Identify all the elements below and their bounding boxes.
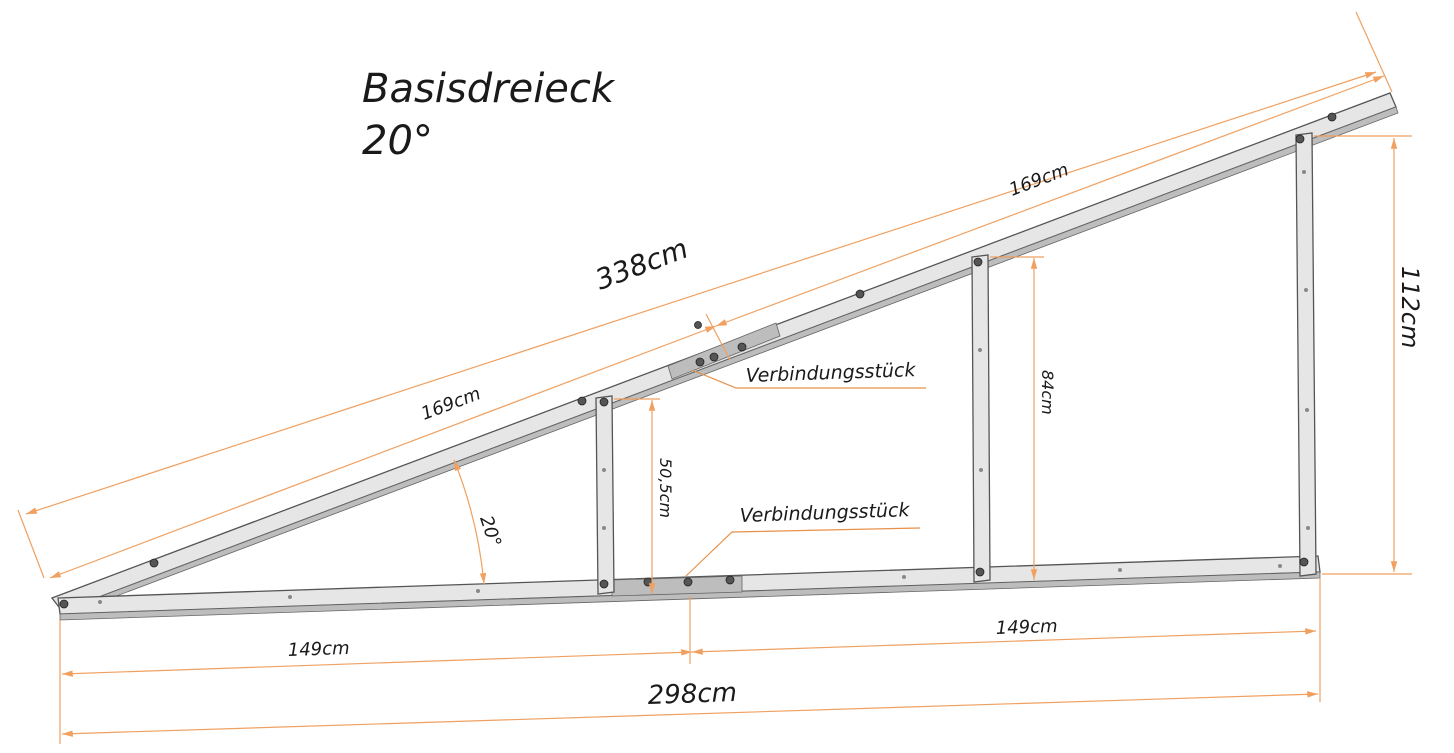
label-connector-top: Verbindungsstück xyxy=(745,359,916,387)
extension-line xyxy=(705,313,731,361)
dim-line-base-total xyxy=(61,691,1319,737)
hole xyxy=(902,575,906,579)
dim-line-base-right xyxy=(691,628,1317,655)
hole xyxy=(979,468,983,472)
angle-arc xyxy=(453,459,487,585)
bolt xyxy=(725,575,735,585)
drawing-title: Basisdreieck xyxy=(362,66,616,112)
label-strut-middle: 84cm xyxy=(1038,370,1057,415)
hole xyxy=(602,468,606,472)
hole xyxy=(1302,170,1306,174)
drawing-angle-title: 20° xyxy=(362,118,433,164)
hole xyxy=(288,595,292,599)
bolt xyxy=(577,396,587,406)
label-hypotenuse-lower: 169cm xyxy=(418,383,483,424)
bolt xyxy=(694,321,702,329)
hole xyxy=(978,348,982,352)
label-base-left: 149cm xyxy=(287,638,349,661)
label-angle: 20° xyxy=(475,513,505,550)
dim-line-hypotenuse-lower xyxy=(49,325,717,579)
strut-tall xyxy=(1295,132,1317,577)
extension-line xyxy=(1355,11,1393,93)
hole xyxy=(476,589,480,593)
strut-small xyxy=(595,395,615,595)
hole xyxy=(1118,568,1122,572)
extension-line xyxy=(17,509,45,579)
bolt xyxy=(973,257,983,267)
base-connector-plate xyxy=(611,575,743,597)
dim-line-hypotenuse-total xyxy=(25,71,1377,515)
bolt xyxy=(643,577,653,587)
bolt xyxy=(1299,557,1309,567)
bolt xyxy=(709,352,719,362)
label-connector-bottom: Verbindungsstück xyxy=(739,499,910,527)
bolt xyxy=(975,567,985,577)
hole xyxy=(602,526,606,530)
hole xyxy=(1306,526,1310,530)
leader-connector-top xyxy=(691,369,926,389)
label-strut-small: 50,5cm xyxy=(656,458,675,518)
hole xyxy=(1305,408,1309,412)
label-hypotenuse-total: 338cm xyxy=(591,232,693,297)
hole xyxy=(1278,564,1282,568)
strut-middle xyxy=(971,254,991,583)
bolt xyxy=(599,397,609,407)
hypotenuse-rail-shade xyxy=(61,106,1399,616)
bolt xyxy=(59,599,69,609)
hole xyxy=(1304,288,1308,292)
label-hypotenuse-upper: 169cm xyxy=(1006,159,1071,200)
bolt xyxy=(1327,112,1337,122)
bolt xyxy=(737,342,747,352)
bolt xyxy=(599,579,609,589)
dimension-lines xyxy=(17,11,1412,744)
dim-line-hypotenuse-upper xyxy=(715,75,1385,327)
leader-connector-bottom xyxy=(685,527,921,577)
hole xyxy=(98,600,102,604)
bolt xyxy=(855,289,865,299)
frame xyxy=(50,92,1399,621)
bolt xyxy=(683,577,693,587)
label-base-right: 149cm xyxy=(995,616,1057,639)
label-base-total: 298cm xyxy=(647,678,737,711)
dim-line-base-left xyxy=(61,649,693,677)
bolt xyxy=(1295,134,1305,144)
label-height-total: 112cm xyxy=(1396,266,1424,348)
bolt xyxy=(695,357,705,367)
bolt xyxy=(149,558,159,568)
